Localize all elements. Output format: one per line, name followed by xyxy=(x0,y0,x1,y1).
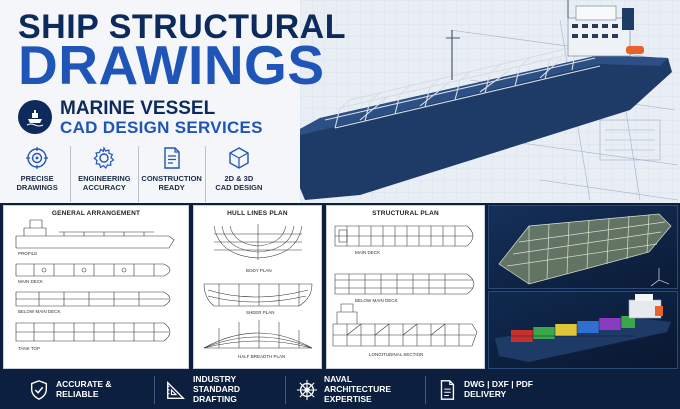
hero-section: SHIP STRUCTURAL DRAWINGS MARINE VESSEL C… xyxy=(0,0,680,205)
subtitle-line-1: MARINE VESSEL xyxy=(60,98,216,119)
structural-plan-drawing xyxy=(332,225,478,347)
benefit-label: DWG | DXF | PDF DELIVERY xyxy=(464,379,533,399)
ship-wheel-icon xyxy=(296,379,318,401)
drawing-label: MAIN DECK xyxy=(18,279,44,284)
cube-icon xyxy=(229,147,249,169)
drawing-label: MAIN DECK xyxy=(355,250,381,255)
subtitle-line-2: CAD DESIGN SERVICES xyxy=(60,118,263,137)
panel-general-arrangement: GENERAL ARRANGEMENT PROFILE MAIN DECK BE… xyxy=(3,205,189,369)
benefit-accurate-reliable: ACCURATE & RELIABLE xyxy=(0,376,155,404)
benefit-file-delivery: DWG | DXF | PDF DELIVERY xyxy=(426,376,546,404)
panel-title: GENERAL ARRANGEMENT xyxy=(51,210,141,217)
drawing-label: BELOW MAIN DECK xyxy=(355,298,398,303)
set-square-icon xyxy=(167,381,185,399)
benefit-label: INDUSTRY STANDARD DRAFTING xyxy=(193,374,241,404)
feature-precise-drawings: PRECISE DRAWINGS xyxy=(4,146,72,202)
drawing-label: BELOW MAIN DECK xyxy=(18,309,61,314)
general-arrangement-drawing xyxy=(15,219,175,342)
bottom-benefits-bar: ACCURATE & RELIABLE INDUSTRY STANDARD DR… xyxy=(0,371,680,409)
drawing-label: PROFILE xyxy=(18,251,38,256)
gear-icon xyxy=(93,146,115,170)
benefit-naval-architecture: NAVAL ARCHITECTURE EXPERTISE xyxy=(286,374,426,404)
drawing-label: LONGITUDINAL SECTION xyxy=(369,352,424,357)
panel-hull-lines-plan: HULL LINES PLAN BODY PLAN SHEER PLAN HAL… xyxy=(193,205,322,369)
hero-ship-render xyxy=(300,0,680,205)
drawing-label: HALF BREADTH PLAN xyxy=(238,354,286,359)
hero-text-block: SHIP STRUCTURAL DRAWINGS MARINE VESSEL C… xyxy=(0,0,346,205)
wireframe-hull-render xyxy=(488,205,678,289)
page-title-line-2: DRAWINGS xyxy=(18,34,325,96)
benefit-label: ACCURATE & RELIABLE xyxy=(56,379,112,399)
feature-label: 2D & 3D CAD DESIGN xyxy=(215,174,263,192)
compartment-model-render xyxy=(488,291,678,369)
benefit-label: NAVAL ARCHITECTURE EXPERTISE xyxy=(324,374,392,404)
document-icon xyxy=(163,147,180,169)
feature-2d-3d-cad-design: 2D & 3D CAD DESIGN xyxy=(206,146,272,202)
drawing-label: TANK TOP xyxy=(18,346,41,351)
panel-title: STRUCTURAL PLAN xyxy=(372,210,439,217)
feature-list: PRECISE DRAWINGS ENGINEERING ACCURACY CO… xyxy=(4,146,272,202)
panel-title: HULL LINES PLAN xyxy=(227,210,288,217)
file-icon xyxy=(440,380,455,400)
drawing-label: BODY PLAN xyxy=(246,268,272,273)
feature-construction-ready: CONSTRUCTION READY xyxy=(139,146,206,202)
shield-check-icon xyxy=(30,380,48,400)
feature-engineering-accuracy: ENGINEERING ACCURACY xyxy=(71,146,139,202)
panel-structural-plan: STRUCTURAL PLAN MAIN DECK BELOW MAIN DEC… xyxy=(326,205,485,369)
feature-label: PRECISE DRAWINGS xyxy=(16,174,58,192)
page-title-line-1: SHIP STRUCTURAL xyxy=(18,8,346,46)
benefit-industry-standard: INDUSTRY STANDARD DRAFTING xyxy=(155,374,286,404)
target-icon xyxy=(26,147,49,169)
ship-badge-icon xyxy=(18,100,52,134)
hull-lines-drawing xyxy=(203,224,313,349)
feature-label: ENGINEERING ACCURACY xyxy=(78,174,131,192)
feature-label: CONSTRUCTION READY xyxy=(141,174,202,192)
drawing-label: SHEER PLAN xyxy=(246,310,275,315)
